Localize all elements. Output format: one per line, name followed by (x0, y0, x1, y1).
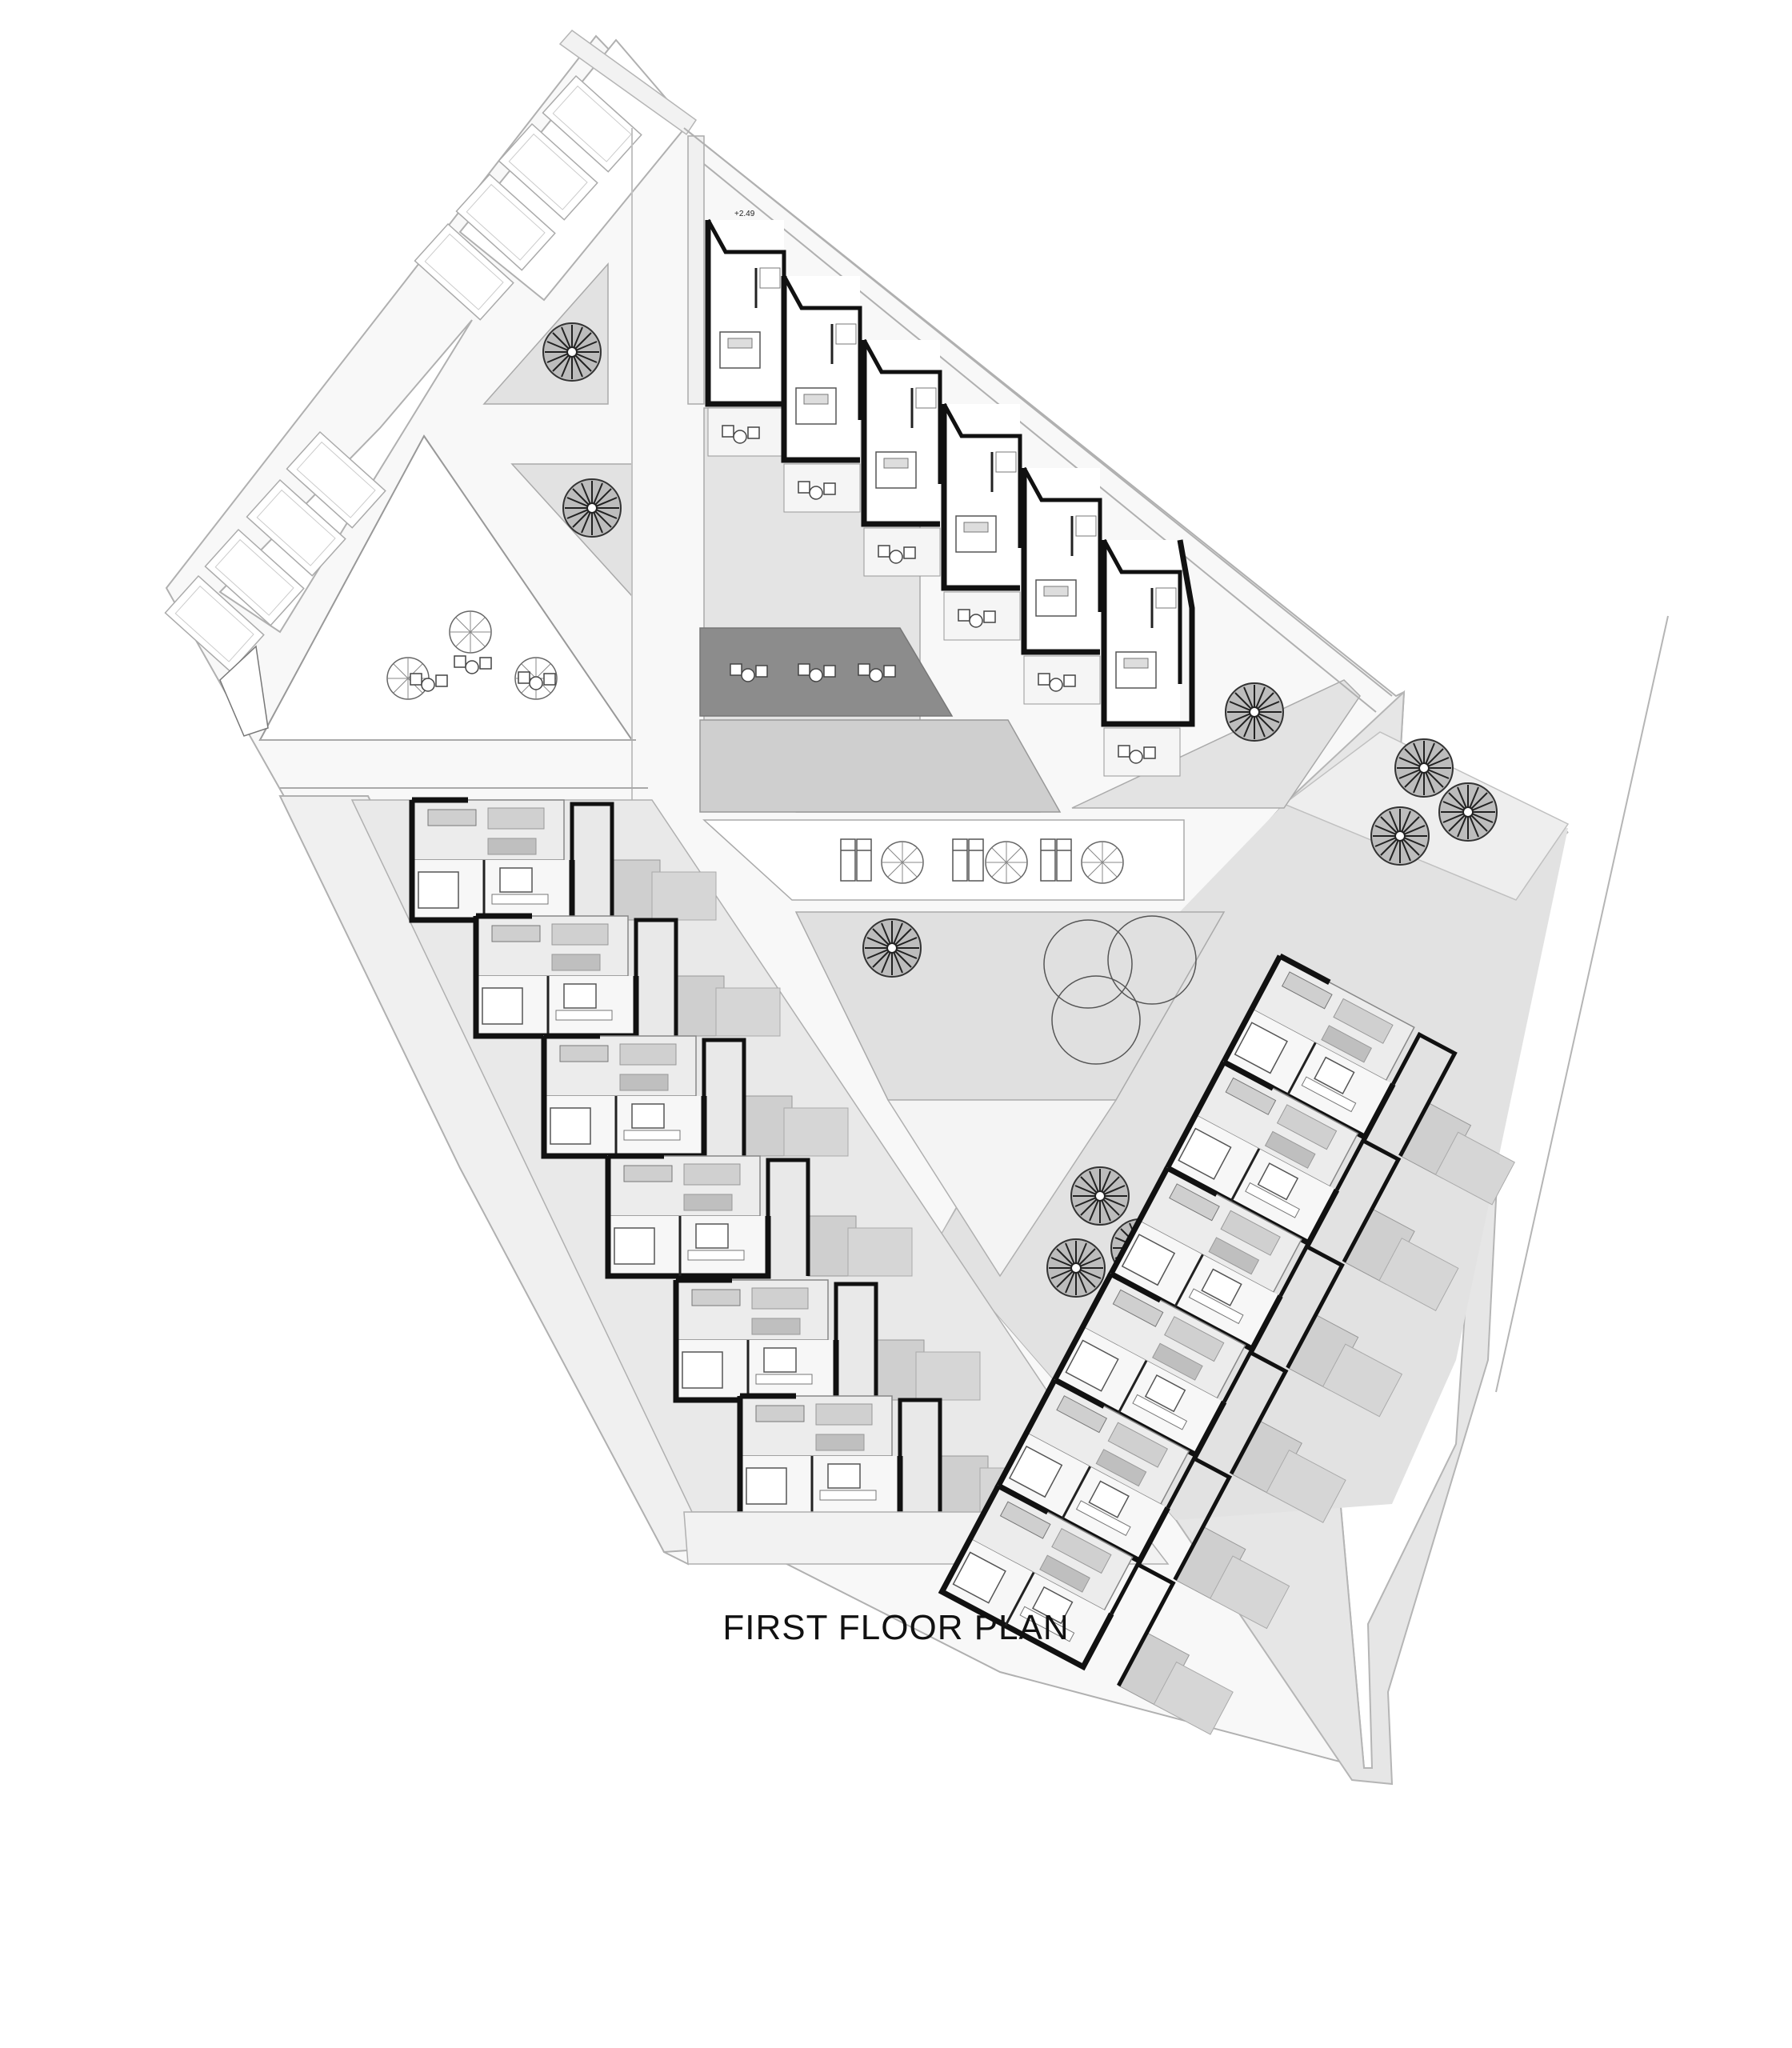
parasol-icon (449, 610, 492, 654)
parking-strip (164, 29, 698, 673)
tree-icon (1046, 1238, 1106, 1298)
tree-icon (1438, 782, 1498, 842)
elevation-mark: +2.49 (734, 210, 755, 218)
parasol-icon (1081, 841, 1124, 884)
tree-icon (1070, 1166, 1130, 1226)
tree-icon (542, 322, 602, 382)
tree-icon (1394, 738, 1454, 798)
tree-icon (1225, 682, 1284, 742)
parasol-icon (386, 657, 430, 700)
parasol-icon (985, 841, 1028, 884)
plan-title: FIRST FLOOR PLAN (722, 1608, 1070, 1647)
parasol-icon (881, 841, 924, 884)
tree-icon (562, 478, 622, 538)
tree-icon (1370, 806, 1430, 866)
tree-icon (862, 918, 922, 978)
north-row-units: +2.49 (683, 127, 1393, 776)
